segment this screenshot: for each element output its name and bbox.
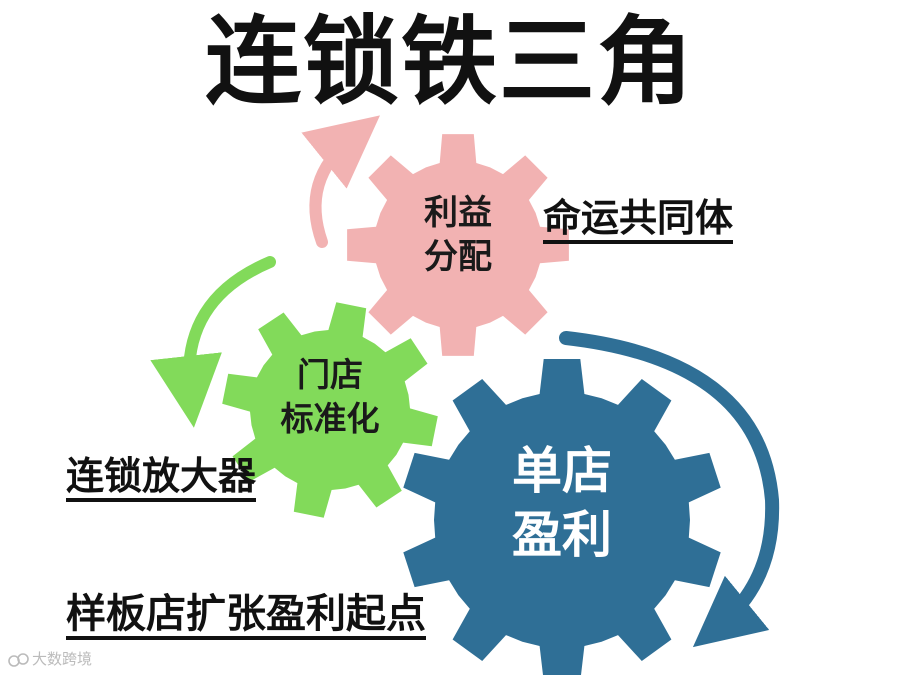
store-gear-label-line1: 门店 [297,355,363,394]
profit-gear-label-line2: 分配 [424,237,492,277]
blue-cycle-arrow [559,331,780,648]
label-model-store-start: 样板店扩张盈利起点 [66,592,426,640]
page-title: 连锁铁三角 [205,6,695,118]
profit-gear-label-line1: 利益 [424,193,492,233]
pink-cycle-arrow [301,115,380,248]
single-gear-label-line2: 盈利 [512,506,612,564]
single-gear [403,359,721,675]
store-gear [222,302,438,518]
profit-gear [347,134,569,356]
single-gear-label-line1: 单店 [512,442,612,500]
label-shared-destiny: 命运共同体 [543,197,734,244]
watermark: 大数跨境 [8,648,92,669]
store-gear-label-line2: 标准化 [281,399,380,438]
watermark-logo-icon [8,652,29,667]
green-cycle-arrow [150,256,276,428]
watermark-text: 大数跨境 [32,650,93,668]
label-chain-amplifier: 连锁放大器 [66,455,257,502]
